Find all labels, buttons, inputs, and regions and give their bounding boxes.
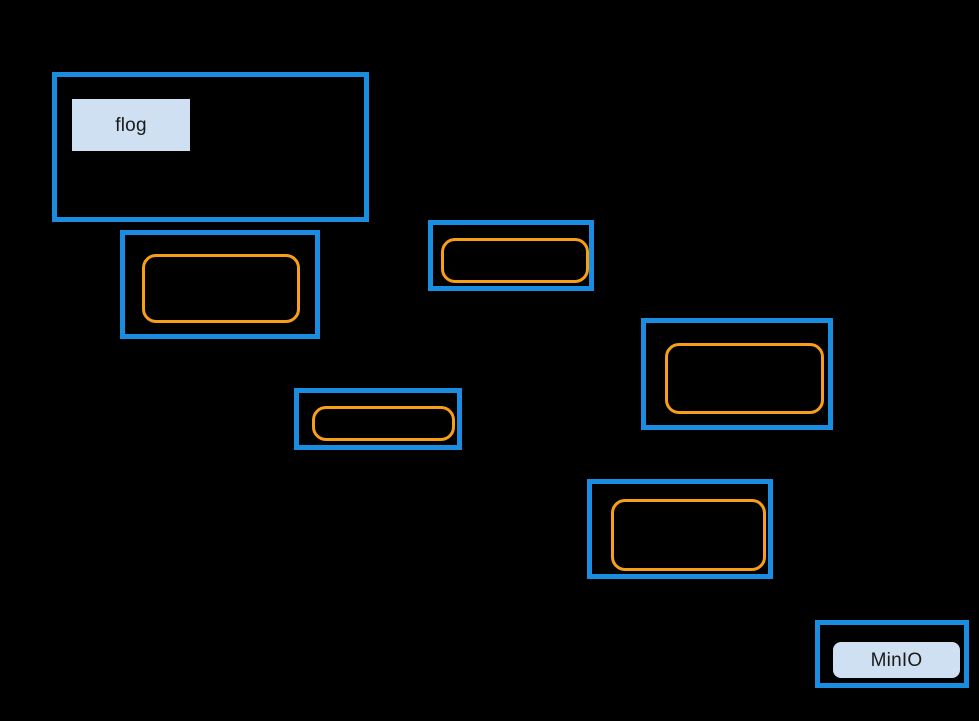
- node-label-minio[interactable]: MinIO: [833, 642, 960, 678]
- group-box-fifth-inner-container[interactable]: [665, 343, 824, 414]
- group-box-second-inner-container[interactable]: [142, 254, 300, 323]
- group-box-third-inner-container[interactable]: [441, 238, 589, 283]
- node-label-flog[interactable]: flog: [72, 99, 190, 151]
- group-box-fourth[interactable]: [294, 388, 462, 450]
- group-box-fourth-inner-container[interactable]: [312, 406, 455, 441]
- group-box-second[interactable]: [120, 230, 320, 339]
- group-box-fifth[interactable]: [641, 318, 833, 430]
- group-box-minio[interactable]: MinIO: [815, 620, 969, 688]
- group-box-flog[interactable]: flog: [52, 72, 369, 222]
- group-box-third[interactable]: [428, 220, 594, 291]
- group-box-sixth-inner-container[interactable]: [611, 499, 766, 571]
- group-box-sixth[interactable]: [587, 479, 773, 579]
